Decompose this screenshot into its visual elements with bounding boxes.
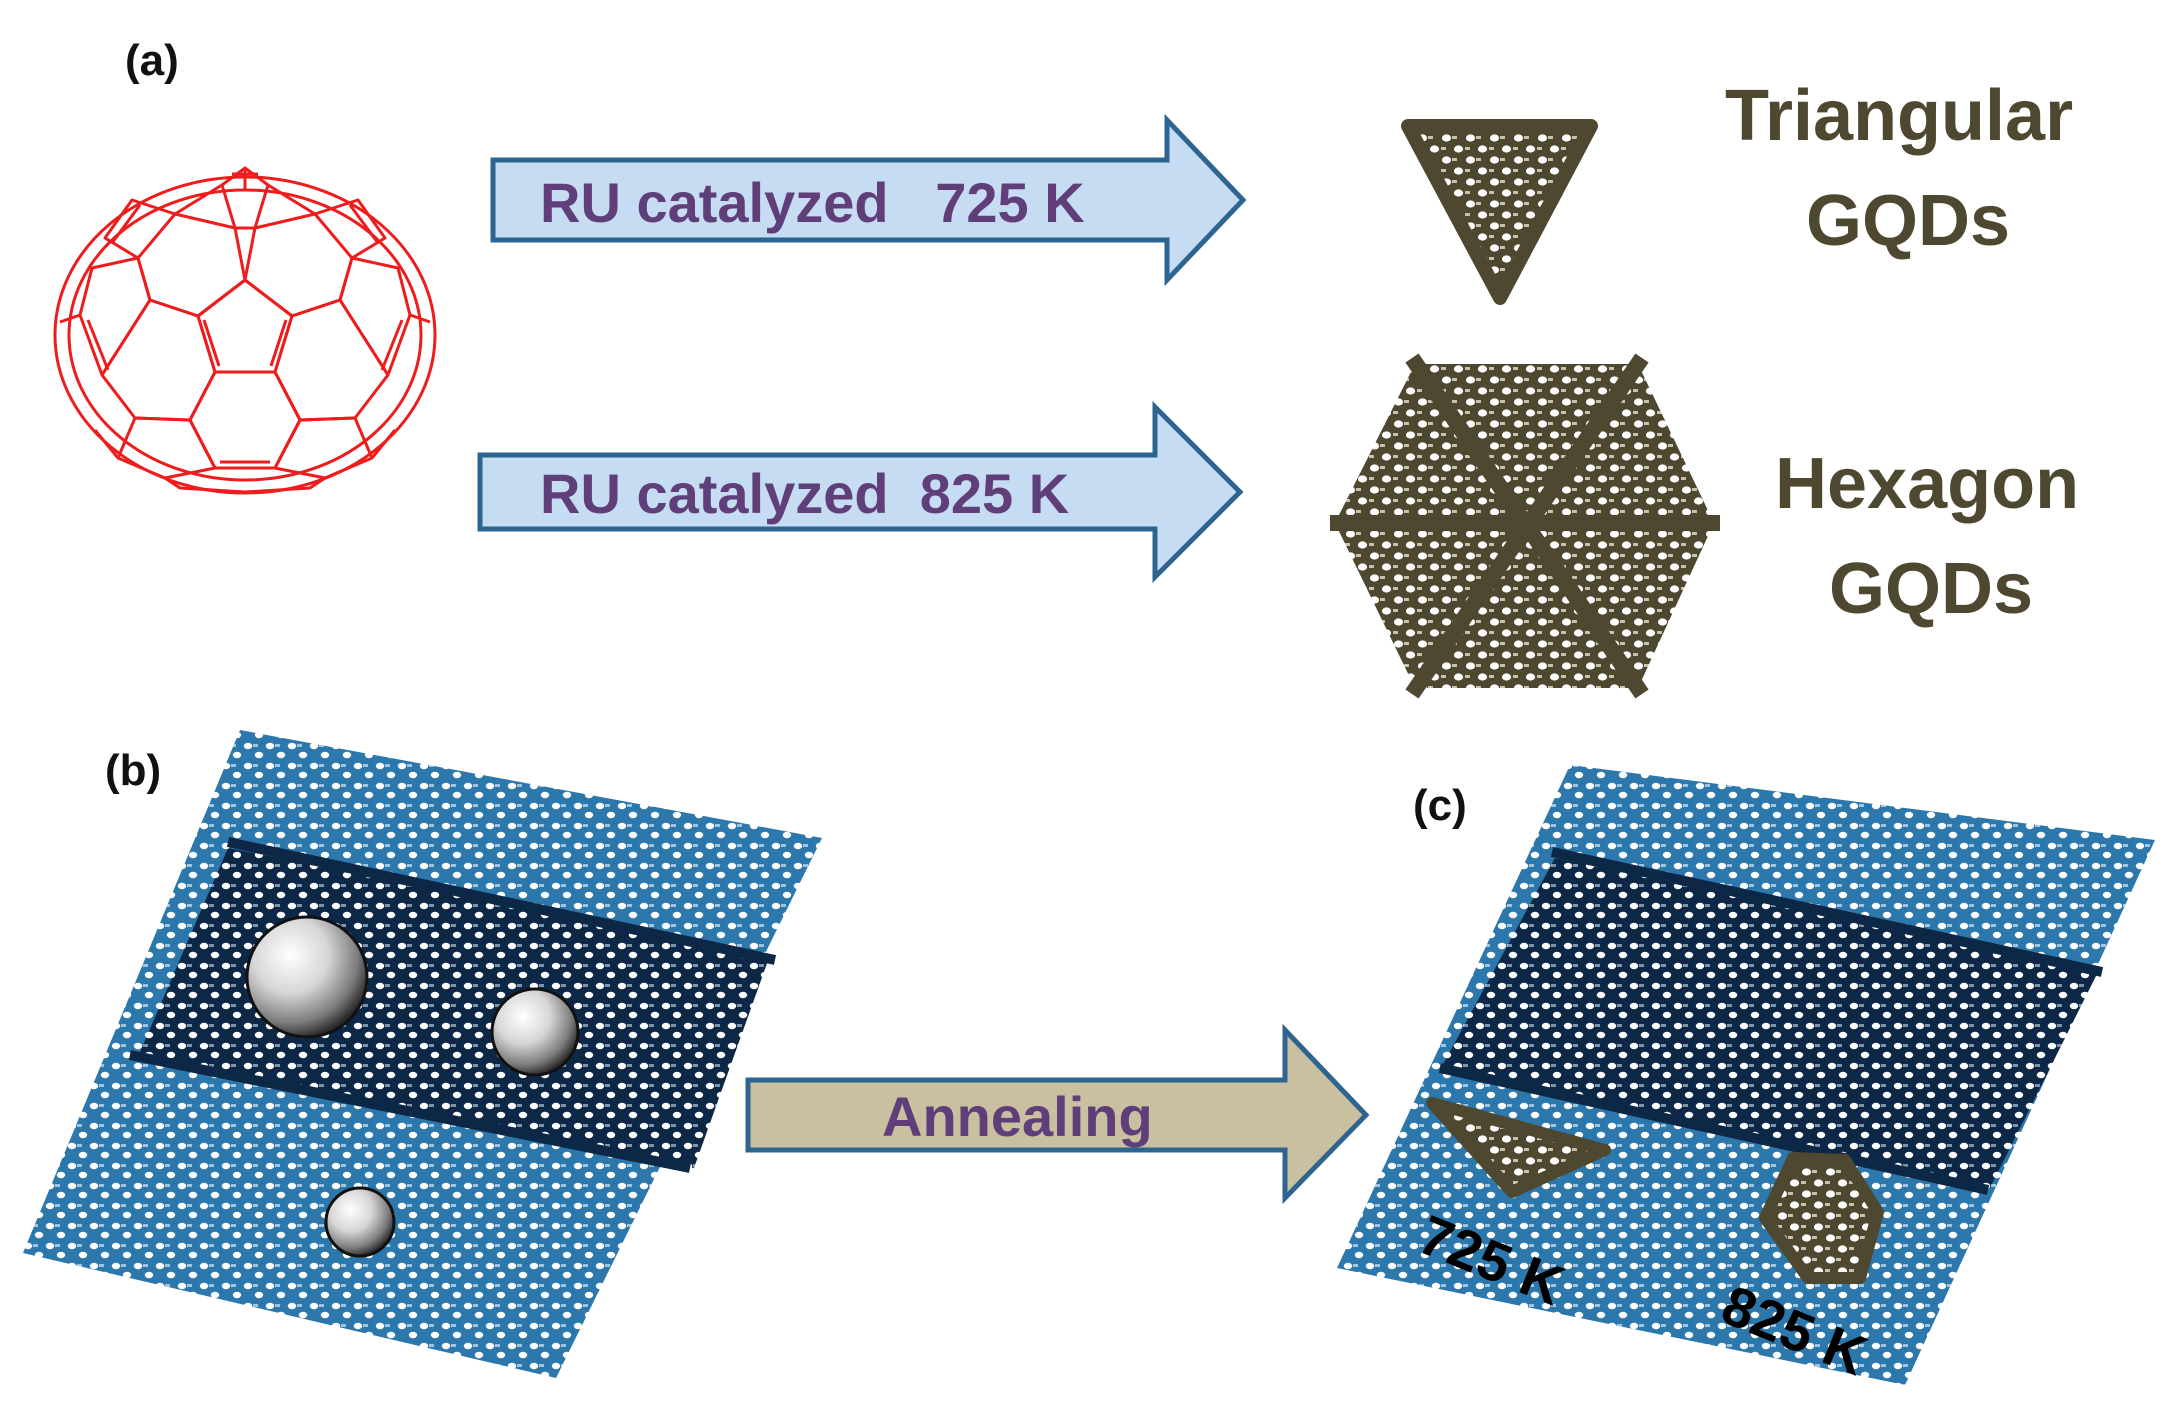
triangular-gqd-on-sheet: [1426, 1097, 1611, 1198]
panel-label-c: (c): [1413, 781, 1467, 830]
panel-label-a: (a): [125, 36, 179, 85]
graphene-sheet-b: [23, 730, 822, 1378]
lower-reaction-arrow: RU catalyzed 825 K: [477, 400, 1244, 584]
catalyst-particle-medium: [490, 987, 580, 1077]
hexagon-gqd-on-sheet: [1759, 1152, 1884, 1284]
upper-arrow-label: RU catalyzed 725 K: [540, 171, 1085, 234]
upper-reaction-arrow: RU catalyzed 725 K: [490, 113, 1247, 287]
triangular-label-line1: Triangular: [1725, 76, 2073, 156]
triangular-label-line2: GQDs: [1806, 181, 2010, 261]
triangular-gqd: [1401, 119, 1598, 305]
lower-arrow-label: RU catalyzed 825 K: [540, 462, 1069, 525]
hexagon-label-line1: Hexagon: [1775, 444, 2079, 524]
hexagon-label-line2: GQDs: [1829, 549, 2033, 629]
catalyst-particle-large: [245, 915, 369, 1039]
fullerene-molecule: [53, 166, 437, 495]
catalyst-particle-small: [324, 1186, 396, 1258]
hexagon-gqd: [1330, 353, 1720, 699]
annealing-arrow: Annealing: [745, 1023, 1370, 1205]
panel-label-b: (b): [105, 746, 161, 795]
graphene-sheet-c: [1337, 765, 2155, 1385]
annealing-arrow-label: Annealing: [882, 1085, 1153, 1148]
